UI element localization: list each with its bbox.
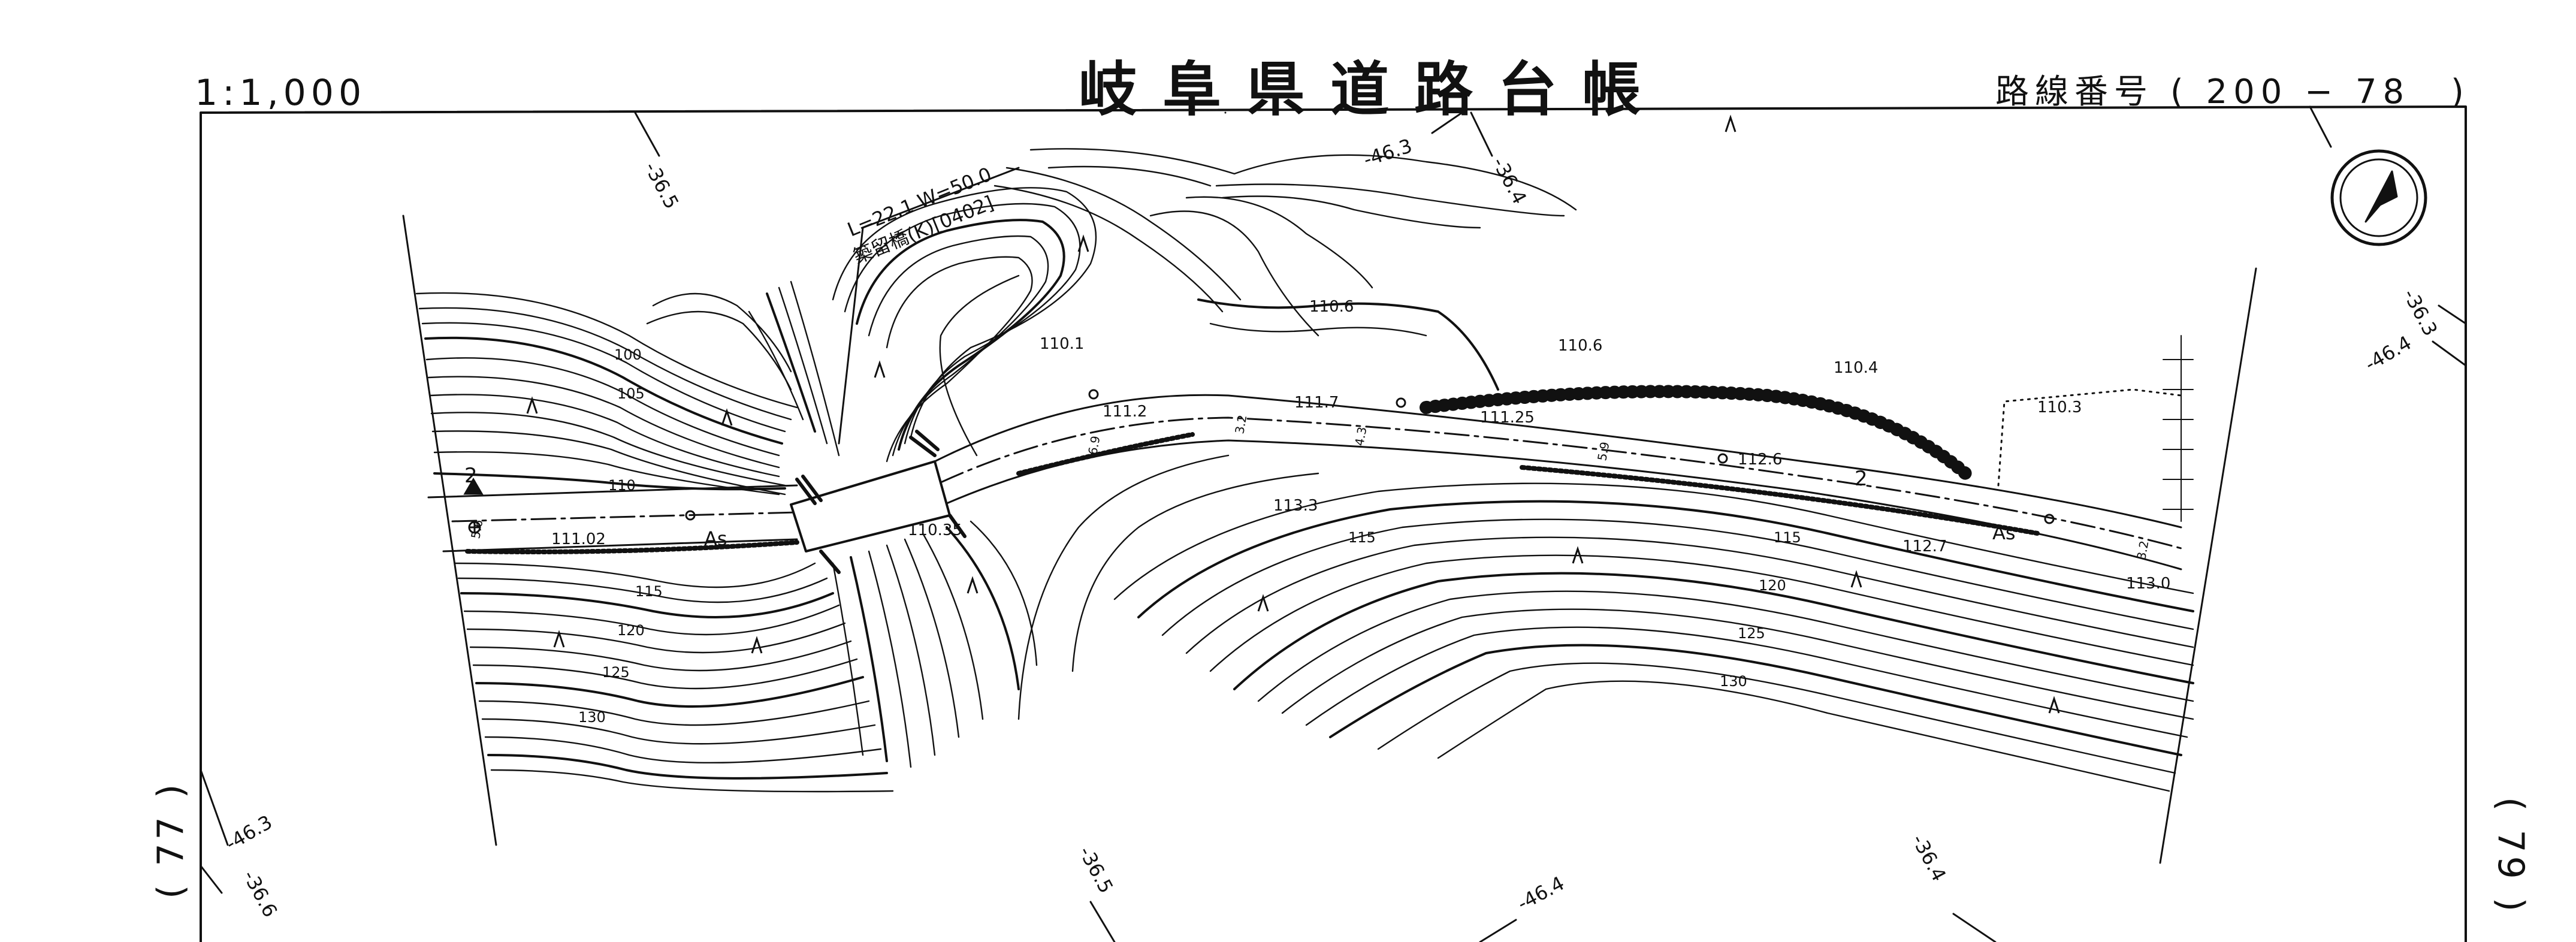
spot-height: 112.7 — [1902, 538, 1947, 555]
grid-label: -46.4 — [2361, 331, 2415, 376]
embankment-hachures — [1420, 385, 1972, 480]
map-frame — [200, 105, 2467, 942]
pavement-label: As — [1992, 521, 2016, 544]
road-width: 5.9 — [1594, 440, 1612, 461]
spot-height: 111.02 — [551, 530, 606, 548]
field-boundary-right — [2163, 335, 2194, 522]
spot-height: 113.0 — [2126, 575, 2170, 593]
contour-label: 130 — [578, 709, 606, 726]
survey-markers — [463, 389, 2055, 534]
road-width: 5.6 — [468, 518, 485, 539]
road-edge-north-west — [427, 484, 798, 499]
route-number-block: 路線番号 ( 200 − 78 ) — [1995, 65, 2470, 113]
route-mark: 2 — [464, 464, 478, 488]
contour-label: 125 — [1738, 625, 1765, 642]
vegetation-symbols — [526, 114, 2060, 714]
survey-boundary-right — [2159, 267, 2257, 864]
spot-height: 112.6 — [1738, 451, 1782, 469]
contour-label: 115 — [635, 583, 663, 600]
spot-height: 110.35 — [908, 521, 962, 539]
spot-height: 110.4 — [1834, 359, 1878, 377]
contour-label: 110 — [608, 477, 636, 494]
route-close-paren: ) — [2450, 73, 2470, 111]
route-mark: 2 — [1855, 467, 1868, 491]
road-edge-south-west — [442, 538, 798, 552]
road-width: 6.9 — [1085, 434, 1103, 455]
contour-label: 115 — [1774, 529, 1801, 546]
contour-label: 125 — [602, 664, 630, 681]
field-boundary-dotted — [1997, 388, 2182, 487]
pavement-label: As — [704, 527, 727, 550]
spot-height: 110.6 — [1558, 337, 1602, 355]
road-width: 3.2 — [2134, 539, 2151, 560]
contour-label: 100 — [614, 346, 642, 363]
grid-label: -46.3 — [1361, 134, 1415, 171]
spot-height: 110.3 — [2037, 398, 2082, 416]
grid-label: -36.4 — [1907, 831, 1950, 885]
contours-north-central — [832, 148, 1577, 463]
contours-northwest — [415, 280, 840, 496]
map-title: 岐阜県道路台帳 — [1079, 56, 1666, 124]
route-number-value: 200 − 78 — [2206, 73, 2411, 111]
grid-label: -46.4 — [1514, 872, 1568, 915]
scale-label: 1:1,000 — [195, 72, 367, 114]
road-width: 3.2 — [1232, 413, 1249, 434]
spot-height: 111.25 — [1480, 409, 1535, 427]
contour-label: 120 — [1759, 577, 1786, 594]
grid-label: -36.6 — [238, 866, 282, 921]
spot-height: 111.2 — [1103, 403, 1147, 421]
spot-height: 111.7 — [1294, 394, 1339, 412]
contours-southwest — [454, 520, 1038, 793]
spot-height: 110.6 — [1309, 298, 1354, 316]
road-centerline-west — [451, 511, 798, 523]
contours-southeast — [1017, 454, 2194, 792]
bridge-abutment-hatch — [795, 430, 967, 574]
route-number-label: 路線番号 — [1995, 73, 2154, 111]
contour-label: 120 — [617, 622, 645, 639]
grid-label: -36.4 — [1488, 153, 1531, 208]
contour-label: 105 — [617, 385, 645, 402]
road-hatch-strip-west — [465, 540, 799, 554]
road-edge-south-east — [946, 439, 2182, 570]
route-open-paren: ( — [2170, 73, 2190, 111]
spot-height: 110.1 — [1040, 335, 1084, 353]
road — [427, 394, 2182, 574]
road-edge-north-east — [934, 394, 2182, 529]
north-arrow-icon — [2330, 149, 2427, 246]
map-text-labels: -36.5 -46.3 -36.4 -36.3 -46.4 -46.3 -36.… — [222, 134, 2442, 921]
survey-boundary-left — [402, 215, 497, 846]
spot-height: 113.3 — [1273, 497, 1318, 515]
contour-label: 130 — [1720, 673, 1747, 690]
contour-label: 115 — [1348, 529, 1376, 546]
road-width: 4.3 — [1352, 425, 1369, 446]
grid-label: -36.5 — [640, 158, 683, 213]
grid-label: -36.5 — [1074, 843, 1118, 897]
grid-label: -46.3 — [222, 811, 276, 855]
grid-ticks — [200, 105, 2467, 942]
grid-label: -36.3 — [2399, 285, 2442, 340]
bridge-leader — [838, 167, 1020, 445]
road-centerline-east — [940, 416, 2182, 550]
road-shoulder-hatch-mid — [1016, 432, 1195, 476]
road-shoulder-hatch-east — [1520, 465, 2040, 536]
